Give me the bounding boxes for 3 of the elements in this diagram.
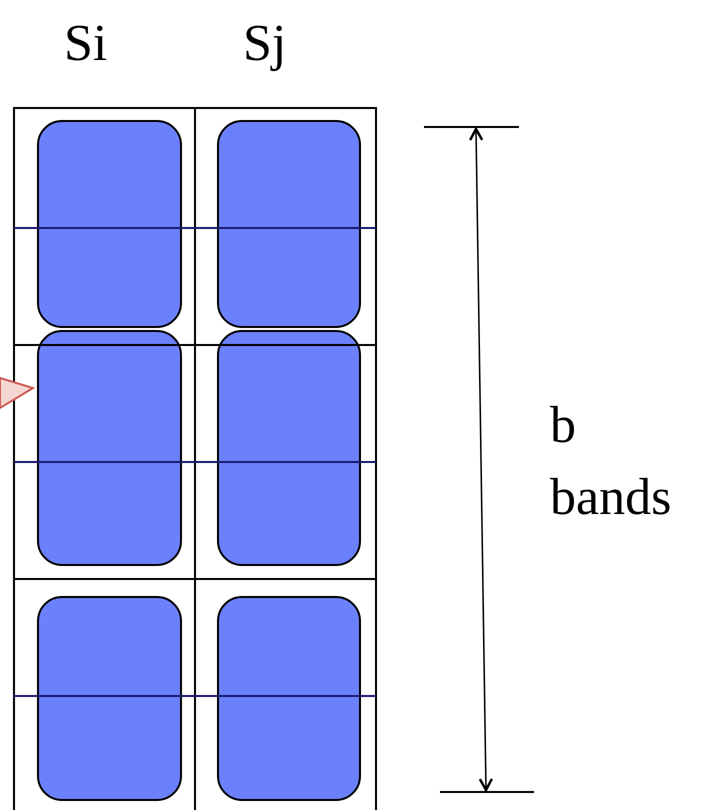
- column-label: Sj: [243, 14, 286, 74]
- dimension-label: b bands: [550, 396, 672, 528]
- column-label: Si: [64, 14, 108, 74]
